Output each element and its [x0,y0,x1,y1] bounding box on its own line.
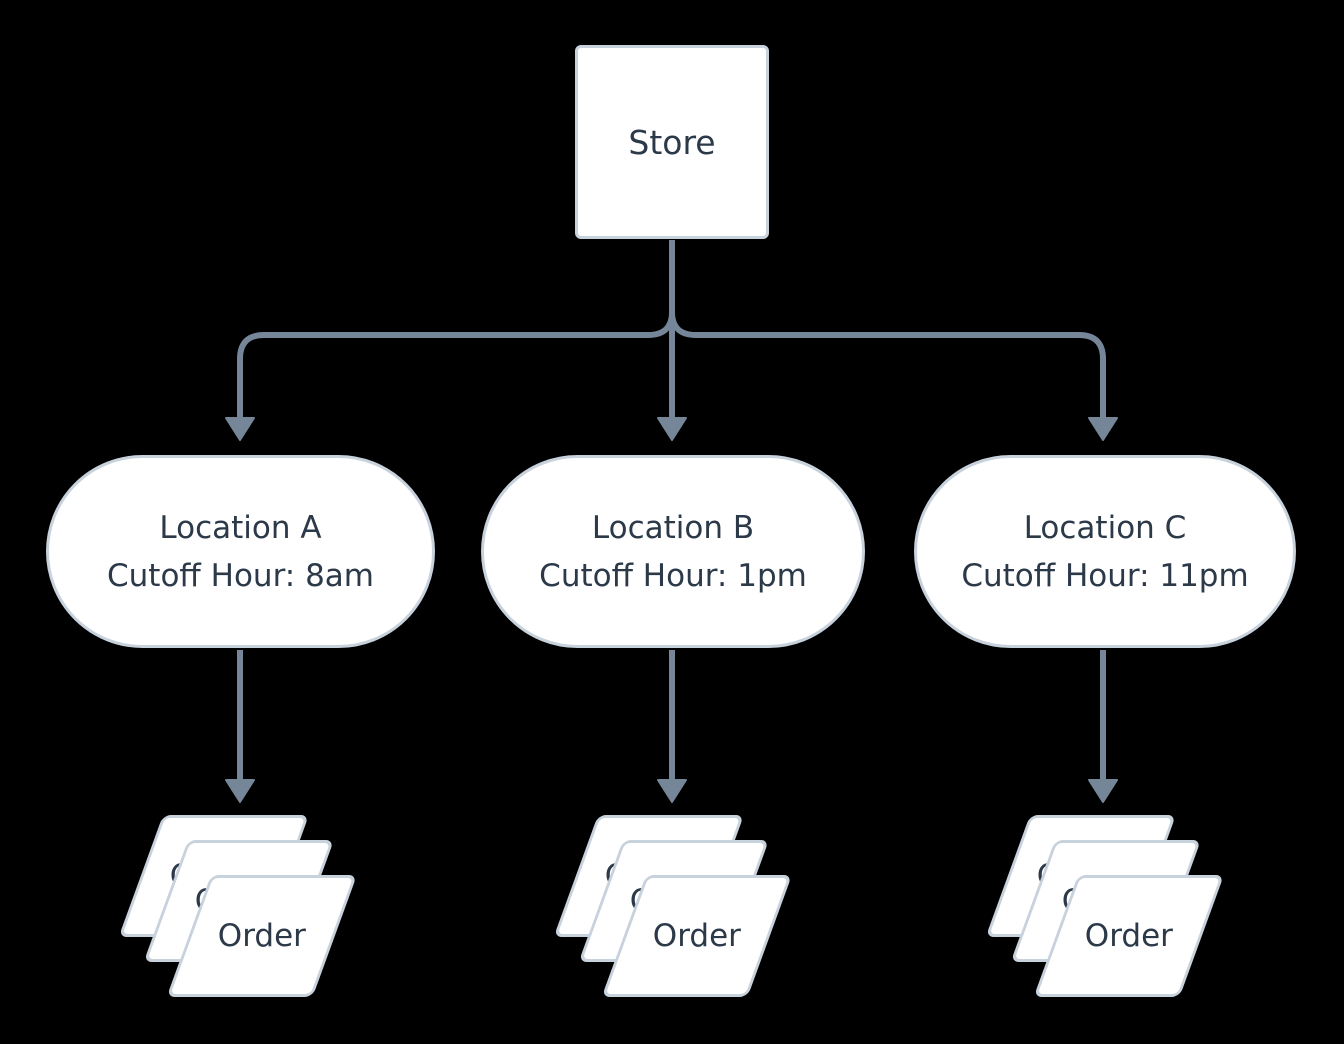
order-card-label: Order [652,918,741,954]
node-store: Store [575,45,769,239]
node-location-c: Location C Cutoff Hour: 11pm [914,455,1296,648]
node-location-b: Location B Cutoff Hour: 1pm [481,455,865,648]
arrowhead-orders-b [657,779,687,803]
location-b-label: Location B [591,509,755,546]
arrowhead-location-c [1088,417,1118,441]
node-store-label: Store [628,122,716,162]
location-c-label: Location C [1023,509,1187,546]
arrowhead-location-a [225,417,255,441]
location-b-cutoff: Cutoff Hour: 1pm [539,557,807,594]
arrowhead-orders-a [225,779,255,803]
order-card-label: Order [1084,918,1173,954]
location-a-cutoff: Cutoff Hour: 8am [107,557,374,594]
order-card-label: Order [217,918,306,954]
edge-store-to-location-a [237,311,675,419]
arrowhead-orders-c [1088,779,1118,803]
location-c-cutoff: Cutoff Hour: 11pm [961,557,1249,594]
arrowhead-location-b [657,417,687,441]
node-location-a: Location A Cutoff Hour: 8am [46,455,435,648]
location-a-label: Location A [159,509,322,546]
edge-store-to-location-c [669,311,1106,419]
